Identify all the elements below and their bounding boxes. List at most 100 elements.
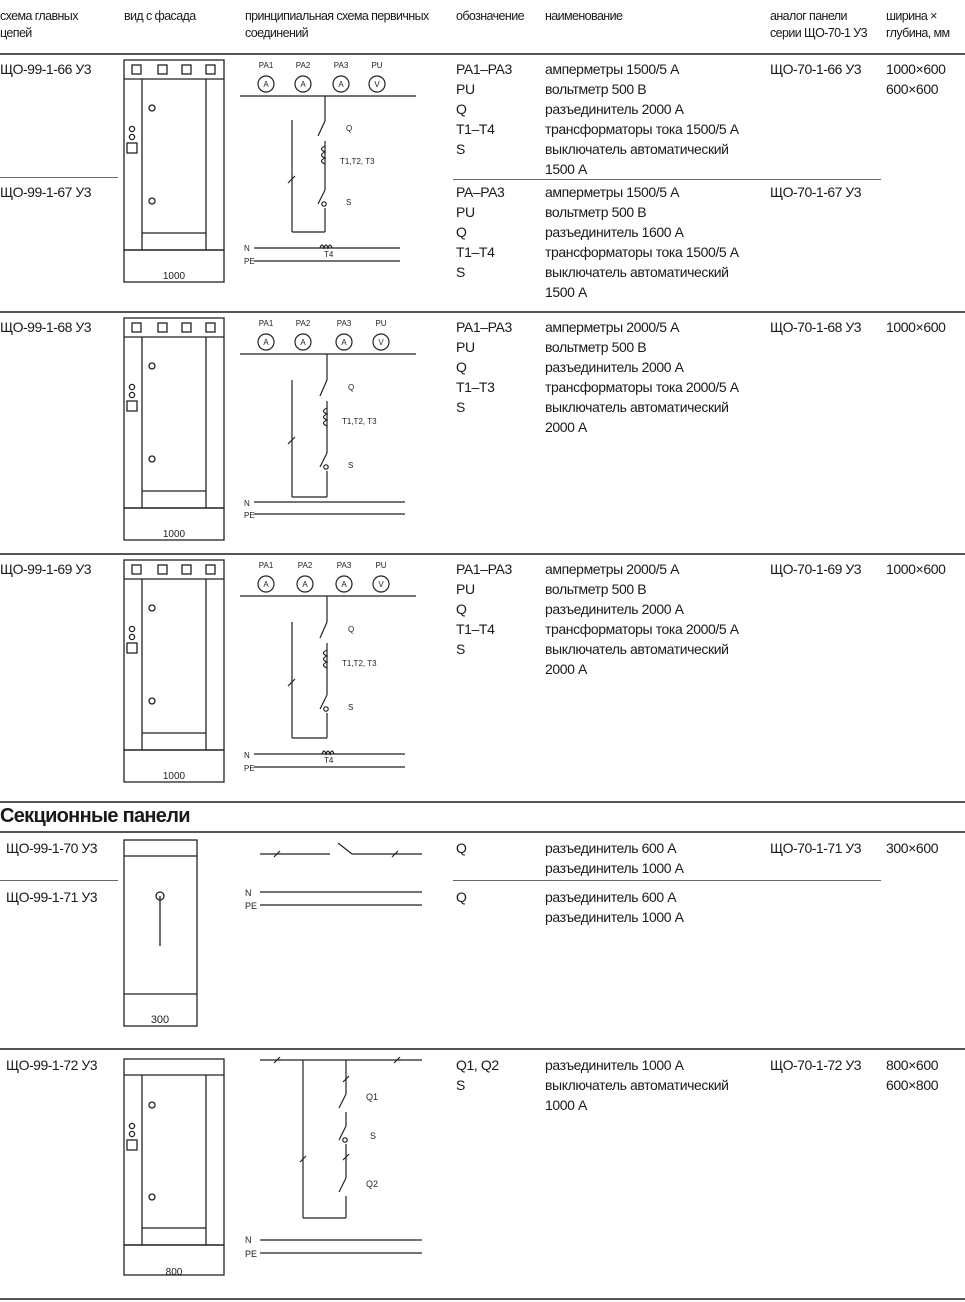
svg-text:PU: PU [375, 561, 386, 570]
code-71: ЩО-99-1-71 У3 [6, 889, 98, 905]
facade-68: 1000 [123, 317, 225, 541]
diagram-66-67: PA1 PA2 PA3 PU A A A V Q T1,T2, T3 S N P… [240, 61, 416, 266]
row-divider-66-67-right [453, 179, 881, 180]
row-rule-69 [0, 553, 965, 555]
svg-text:T1,T2, T3: T1,T2, T3 [342, 417, 377, 426]
code-69: ЩО-99-1-69 У3 [0, 561, 92, 577]
desig-list-70: Q [456, 840, 467, 856]
svg-text:Q: Q [348, 383, 354, 392]
analog-66: ЩО-70-1-66 У3 [770, 61, 862, 77]
desig-list-71: Q [456, 889, 467, 905]
svg-text:PE: PE [244, 257, 255, 266]
row-divider-66-67-left [0, 177, 118, 178]
svg-text:PA2: PA2 [298, 561, 313, 570]
svg-text:V: V [378, 338, 384, 347]
svg-text:PA1: PA1 [259, 61, 274, 70]
svg-text:N: N [245, 888, 252, 898]
svg-text:V: V [378, 580, 384, 589]
row-divider-70-71-left [0, 880, 118, 881]
size-69: 1000×600 [886, 561, 946, 577]
row-divider-70-71-right [453, 880, 881, 881]
svg-text:PA1: PA1 [259, 319, 274, 328]
width-label-72: 800 [166, 1267, 183, 1278]
facade-72: 800 [123, 1058, 225, 1278]
svg-text:PA3: PA3 [337, 319, 352, 328]
svg-text:Q2: Q2 [366, 1179, 378, 1189]
size-68: 1000×600 [886, 319, 946, 335]
diagram-72: Q1 S Q2 N PE [245, 1056, 422, 1259]
header-col-designation: обозначение [456, 9, 525, 23]
svg-text:A: A [263, 580, 269, 589]
row-rule-68 [0, 311, 965, 313]
header-col-facade: вид с фасада [124, 9, 196, 23]
section-rule-bottom [0, 831, 965, 833]
svg-text:A: A [300, 338, 306, 347]
analog-70: ЩО-70-1-71 У3 [770, 840, 862, 856]
diagram-68: PA1 PA2 PA3 PU A A A V Q T1,T2, T3 S N P… [240, 319, 416, 520]
svg-text:Q1: Q1 [366, 1092, 378, 1102]
svg-text:PA2: PA2 [296, 61, 311, 70]
svg-text:PA3: PA3 [337, 561, 352, 570]
size-70: 300×600 [886, 840, 939, 856]
svg-text:T1,T2, T3: T1,T2, T3 [342, 659, 377, 668]
bottom-rule [0, 1298, 965, 1300]
header-col-name: наименование [545, 9, 623, 23]
code-68: ЩО-99-1-68 У3 [0, 319, 92, 335]
width-label-68: 1000 [163, 529, 186, 540]
analog-67: ЩО-70-1-67 У3 [770, 184, 862, 200]
row-rule-72 [0, 1048, 965, 1050]
svg-text:A: A [263, 80, 269, 89]
svg-text:PA2: PA2 [296, 319, 311, 328]
svg-text:S: S [370, 1131, 376, 1141]
svg-text:PE: PE [245, 1249, 257, 1259]
svg-text:A: A [341, 338, 347, 347]
section-rule-top [0, 801, 965, 803]
svg-text:T4: T4 [324, 250, 334, 259]
svg-text:V: V [374, 80, 380, 89]
code-66: ЩО-99-1-66 У3 [0, 61, 92, 77]
facade-66-67: 1000 [123, 59, 225, 283]
svg-text:PE: PE [244, 764, 255, 773]
section-title: Секционные панели [0, 805, 191, 827]
svg-text:A: A [300, 80, 306, 89]
svg-text:PA1: PA1 [259, 561, 274, 570]
analog-68: ЩО-70-1-68 У3 [770, 319, 862, 335]
svg-text:A: A [263, 338, 269, 347]
svg-text:A: A [341, 580, 347, 589]
svg-text:S: S [348, 703, 353, 712]
code-67: ЩО-99-1-67 У3 [0, 184, 92, 200]
svg-text:S: S [348, 461, 353, 470]
svg-text:N: N [244, 499, 250, 508]
svg-text:A: A [338, 80, 344, 89]
width-label-70: 300 [151, 1014, 169, 1026]
facade-69: 1000 [123, 559, 225, 783]
svg-text:T4: T4 [324, 756, 334, 765]
width-label-69: 1000 [163, 771, 186, 782]
svg-text:PE: PE [244, 511, 255, 520]
facade-70-71: 300 [123, 839, 198, 1027]
svg-text:S: S [346, 198, 351, 207]
svg-text:N: N [244, 244, 250, 253]
analog-72: ЩО-70-1-72 У3 [770, 1057, 862, 1073]
header-rule [0, 53, 965, 55]
svg-text:N: N [245, 1235, 252, 1245]
svg-text:N: N [244, 751, 250, 760]
svg-text:PU: PU [375, 319, 386, 328]
svg-text:PA3: PA3 [334, 61, 349, 70]
diagram-70-71: N PE [245, 842, 422, 911]
code-70: ЩО-99-1-70 У3 [6, 840, 98, 856]
svg-text:T1,T2, T3: T1,T2, T3 [340, 157, 375, 166]
